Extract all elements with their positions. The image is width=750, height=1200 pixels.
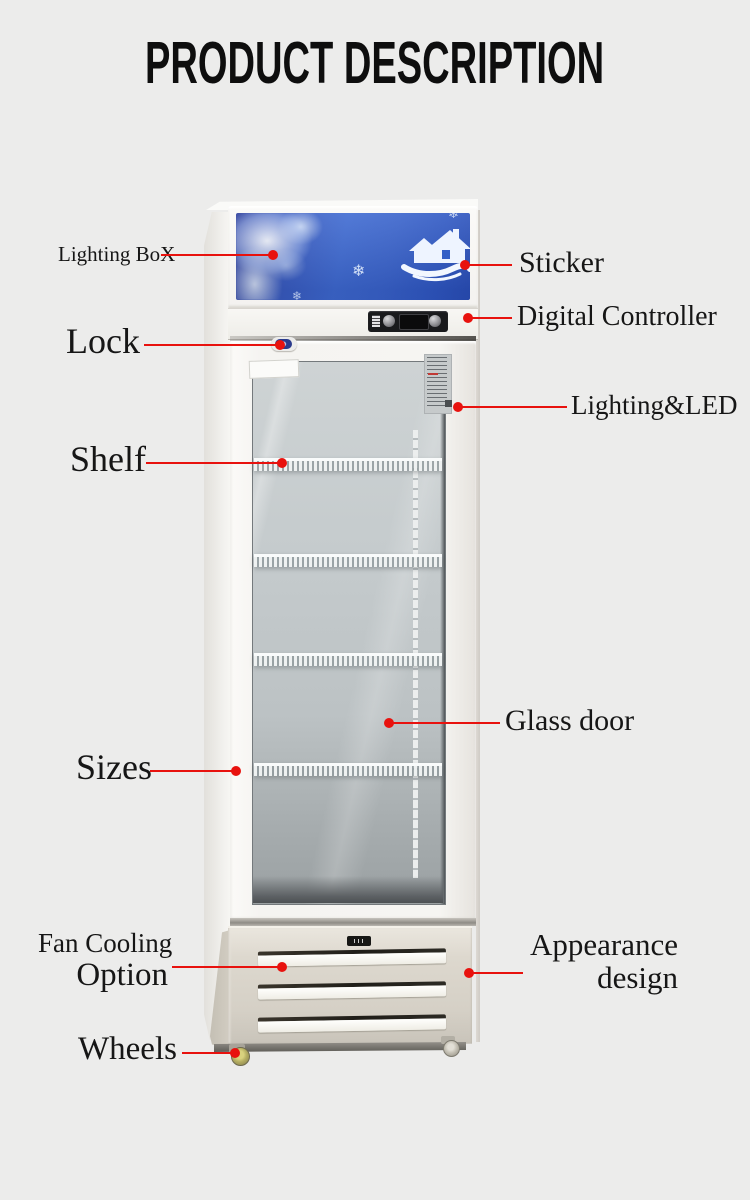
controller-knob-left [383,315,395,327]
door-bottom-gap [230,918,476,926]
callout-fan-cooling-label: Fan Cooling Option [38,928,173,994]
caster-right-wheel [443,1040,460,1057]
spec-sticker [424,354,452,414]
callout-lighting-box-line [161,254,273,256]
callout-fan-cooling-dot [277,962,287,972]
callout-lock-dot [275,340,285,350]
cabinet-left-side [204,212,230,1048]
callout-sizes-label: Sizes [76,747,152,787]
snowflake-icon: ❄ [352,261,366,280]
callout-glass-door-line [389,722,500,724]
ice-graphic [236,213,340,300]
callout-fan-cooling-line2: Option [76,957,168,994]
callout-lock-label: Lock [66,321,140,361]
callout-appearance-line1: Appearance [529,927,678,962]
cabinet-top-edge [206,199,478,210]
callout-lighting-box-label: Lighting BoX [58,242,176,266]
callout-glass-door-label: Glass door [505,704,635,737]
callout-shelf-label: Shelf [70,439,146,479]
wire-shelf-1 [254,458,442,471]
vent-label [347,936,371,946]
snowflake-icon: ❄ [448,213,459,222]
callout-sticker-label: Sticker [519,246,604,279]
wire-shelf-4 [254,763,442,776]
callout-digital-controller-line [468,317,512,319]
page-title: PRODUCT DESCRIPTION [145,29,605,96]
callout-lighting-led-line [458,406,567,408]
interior-bottom-shadow [253,876,443,903]
snowflake-icon: ❄ [292,289,303,300]
door-top-recess [230,336,476,341]
interior-top-label [248,359,300,379]
spec-sticker-code-box [445,400,452,407]
glass-right-door-edge [440,362,445,904]
callout-appearance-line [469,972,523,974]
callout-sizes-line [150,770,236,772]
callout-lighting-box-dot [268,250,278,260]
callout-wheels-dot [230,1048,240,1058]
callout-shelf-dot [277,458,287,468]
callout-wheels-label: Wheels [78,1031,177,1067]
callout-shelf-line [146,462,282,464]
house-logo [401,229,470,282]
callout-sticker-line [465,264,512,266]
base-strip [214,1042,466,1052]
page-title-row: PRODUCT DESCRIPTION [0,29,750,96]
wire-shelf-3 [254,653,442,666]
wire-shelf-2 [254,554,442,567]
callout-fan-cooling-line1: Fan Cooling [38,928,173,958]
callout-lock-line [144,344,280,346]
controller-display [399,314,429,330]
callout-fan-cooling-line [172,966,282,968]
spec-sticker-text-lines [427,357,447,409]
callout-digital-controller-label: Digital Controller [517,301,717,332]
callout-appearance-label: Appearance design [490,928,678,995]
cabinet-right-edge [476,210,480,1042]
callout-appearance-line2: design [597,960,678,996]
callout-lighting-led-label: Lighting&LED [571,390,738,420]
controller-brand-label [372,315,380,327]
spec-sticker-red-mark [428,373,438,375]
controller-knob-right [429,315,441,327]
callout-sizes-dot [231,766,241,776]
callout-wheels-line [182,1052,235,1054]
